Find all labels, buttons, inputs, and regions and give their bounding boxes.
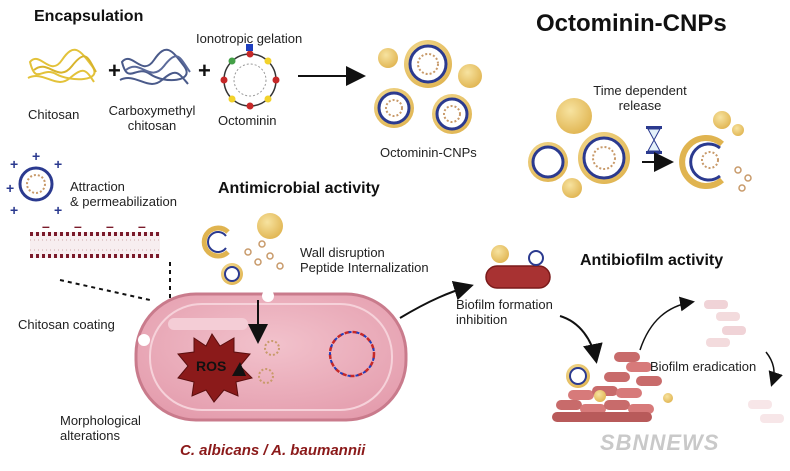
dna-plasmid-icon (328, 330, 376, 378)
section-antibiofilm: Antibiofilm activity (580, 252, 724, 269)
label-attraction-line1: Attraction (70, 179, 125, 194)
section-antimicrobial: Antimicrobial activity (218, 180, 380, 197)
label-attraction: Attraction & permeabilization (70, 179, 177, 210)
faded-biofilm-icon (748, 400, 784, 423)
label-biofilm-eradication: Biofilm eradication (650, 359, 757, 374)
charged-nanoparticle-icon (18, 166, 54, 202)
plus-sign-1: + (108, 58, 121, 83)
label-cmc-line1: Carboxymethyl (108, 103, 196, 118)
octominin-ring-icon (220, 44, 280, 110)
chitosan-polymer-icon (27, 48, 97, 83)
release-particles-icon (528, 98, 630, 198)
minus-charge-4: – (138, 218, 146, 234)
section-encapsulation: Encapsulation (34, 8, 144, 25)
label-wall-line2: Peptide Internalization (300, 259, 429, 275)
label-ros: ROS (196, 358, 227, 374)
label-morphological-alterations: Morphological alterations (60, 413, 141, 444)
label-chitosan: Chitosan (28, 107, 80, 122)
label-octominin: Octominin (218, 113, 277, 128)
membrane-bilayer-icon (30, 232, 160, 258)
label-ionotropic-gelation: Ionotropic gelation (196, 31, 303, 46)
label-biofilm-inhib-line1: Biofilm formation (456, 297, 553, 312)
inhibition-to-biofilm-arrow (559, 315, 603, 364)
cnp-cluster-icon (374, 40, 482, 134)
plus-charge-2: + (32, 148, 41, 164)
minus-charge-3: – (106, 218, 114, 234)
coating-pointer-1 (59, 279, 151, 301)
bacterial-cell-icon (134, 290, 408, 422)
eradicated-biofilm-icon (704, 300, 746, 347)
ros-burst-icon (177, 333, 253, 403)
label-release-line2: release (618, 97, 662, 113)
label-morph-line1: Morphological (60, 413, 141, 428)
page-title: Octominin-CNPs (536, 10, 727, 37)
carboxymethyl-chitosan-polymer-icon (119, 48, 191, 85)
label-wall-line1: Wall disruption (300, 245, 385, 260)
label-attraction-line2: & permeabilization (70, 193, 177, 209)
label-species: C. albicans / A. baumannii (180, 442, 366, 459)
plus-charge-1: + (10, 156, 19, 172)
biofilm-inhibition-icon (485, 245, 551, 289)
wall-disruption-particles (201, 213, 284, 285)
label-octominin-cnps: Octominin-CNPs (380, 145, 477, 160)
label-carboxymethyl-chitosan: Carboxymethyl chitosan (102, 103, 202, 134)
plus-sign-2: + (198, 58, 211, 83)
label-wall-disruption: Wall disruption Peptide Internalization (300, 245, 429, 276)
burst-nanoparticle-icon (679, 111, 752, 192)
label-biofilm-formation-inhibition: Biofilm formation inhibition (456, 297, 553, 328)
label-biofilm-inhib-line2: inhibition (456, 311, 508, 327)
plus-charge-6: + (54, 202, 63, 218)
eradication-down-arrow (765, 351, 783, 387)
label-release-line1: Time dependent (593, 83, 687, 98)
label-chitosan-coating: Chitosan coating (18, 317, 115, 332)
label-time-dependent-release: Time dependent release (580, 83, 700, 114)
minus-charge-1: – (42, 218, 50, 234)
cell-to-biofilm-arrow (399, 281, 474, 319)
hourglass-icon (646, 126, 662, 154)
label-morph-line2: alterations (60, 427, 120, 443)
biofilm-to-eradication-arrow (639, 296, 695, 351)
label-cmc-line2: chitosan (127, 117, 177, 133)
biofilm-mound-icon (552, 352, 673, 422)
plus-charge-4: + (6, 180, 15, 196)
plus-charge-5: + (10, 202, 19, 218)
minus-charge-2: – (74, 218, 82, 234)
watermark: SBNNEWS (600, 430, 720, 455)
internal-peptide-particles (258, 340, 280, 384)
plus-charge-3: + (54, 156, 63, 172)
